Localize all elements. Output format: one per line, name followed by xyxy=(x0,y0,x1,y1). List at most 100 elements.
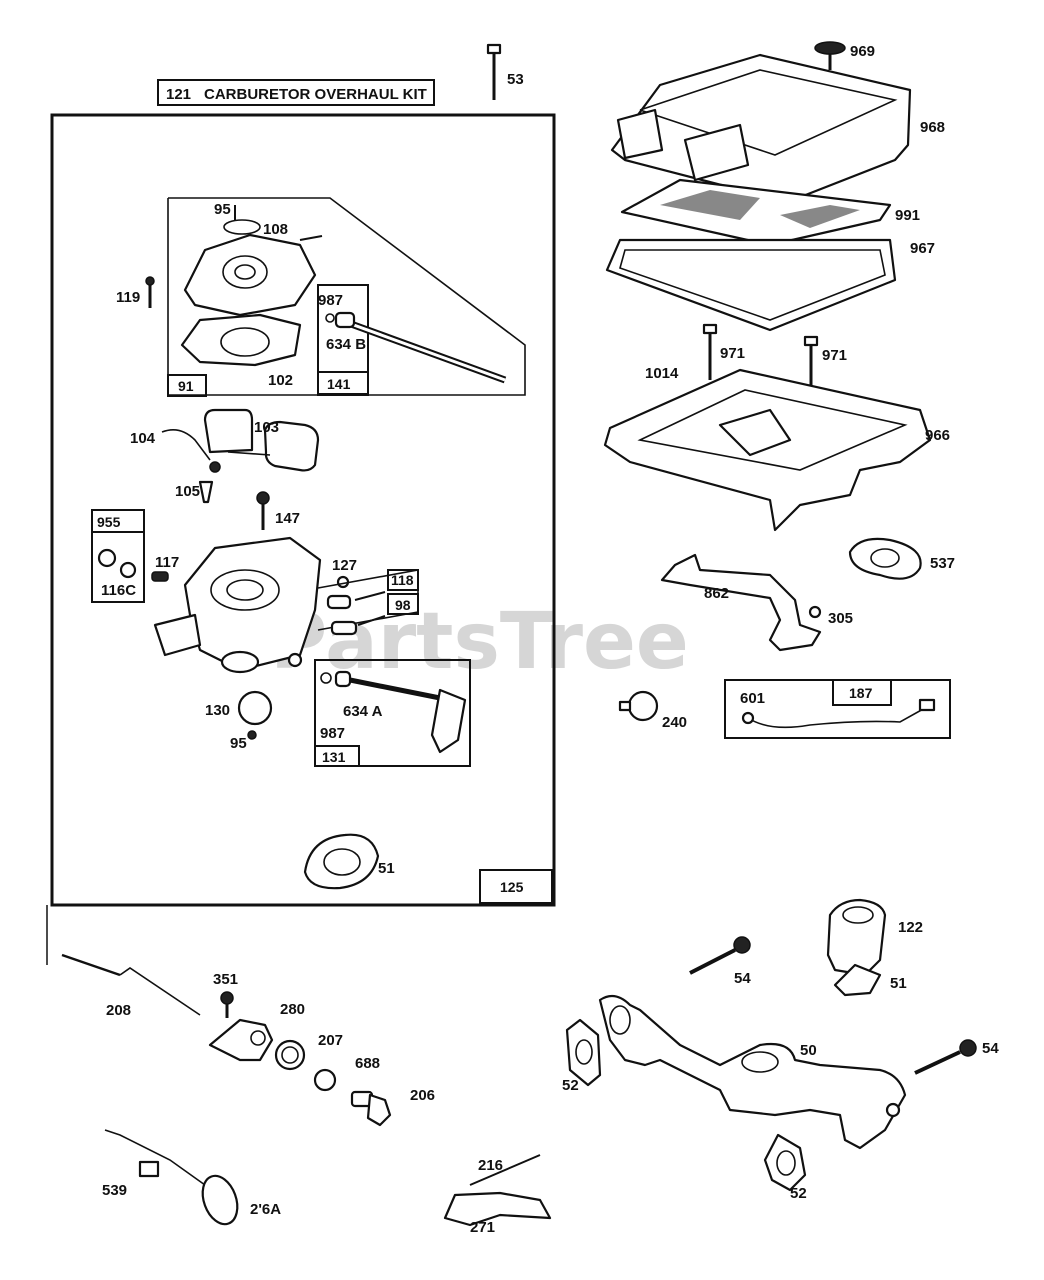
throttle-shaft-141: 987 634 B xyxy=(318,292,507,384)
svg-text:121: 121 xyxy=(166,86,191,103)
gasket-102 xyxy=(180,313,302,367)
svg-text:103: 103 xyxy=(254,419,279,436)
carburetor-lower-body xyxy=(153,536,322,674)
part-53-bolt: 53 xyxy=(486,43,524,100)
svg-text:53: 53 xyxy=(507,71,524,88)
svg-text:54: 54 xyxy=(982,1040,999,1057)
svg-text:51: 51 xyxy=(378,860,395,877)
filter-991: 991 xyxy=(620,178,920,247)
svg-text:206: 206 xyxy=(410,1087,435,1104)
part-688: 688 xyxy=(313,1055,380,1092)
svg-text:2'6A: 2'6A xyxy=(250,1201,281,1218)
bolts-971: 971 971 xyxy=(702,323,847,388)
svg-text:91: 91 xyxy=(178,378,194,394)
svg-text:119: 119 xyxy=(116,289,140,306)
watermark: PartsTree xyxy=(270,597,689,687)
svg-text:125: 125 xyxy=(500,879,524,895)
gasket-51-lower: 51 xyxy=(303,833,395,890)
carburetor-box: 125 xyxy=(50,113,556,907)
svg-text:862: 862 xyxy=(704,585,729,602)
part-95-108: 95 108 102 xyxy=(214,201,293,389)
svg-text:539: 539 xyxy=(102,1182,127,1199)
bracket-280: 280 xyxy=(208,1001,305,1062)
part-147-screw: 147 xyxy=(256,491,300,530)
subbox-118-98: 118 98 xyxy=(317,569,419,636)
svg-text:688: 688 xyxy=(355,1055,380,1072)
svg-text:967: 967 xyxy=(910,240,935,257)
svg-text:955: 955 xyxy=(97,514,121,530)
svg-text:305: 305 xyxy=(828,610,853,627)
svg-text:601: 601 xyxy=(740,690,765,707)
link-208: 208 xyxy=(61,953,201,1019)
float-103: 104 103 xyxy=(130,408,320,473)
svg-text:52: 52 xyxy=(790,1185,807,1202)
svg-text:1014: 1014 xyxy=(645,365,679,382)
svg-text:971: 971 xyxy=(720,345,745,362)
svg-text:971: 971 xyxy=(822,347,847,364)
svg-text:117: 117 xyxy=(155,554,179,571)
svg-text:105: 105 xyxy=(175,483,200,500)
svg-text:147: 147 xyxy=(275,510,300,527)
svg-text:95: 95 xyxy=(214,201,231,218)
svg-text:127: 127 xyxy=(332,557,357,574)
upper-body xyxy=(183,233,323,317)
spring-207: 207 xyxy=(274,1032,343,1071)
part-240: 240 xyxy=(618,690,687,731)
svg-text:104: 104 xyxy=(130,430,156,447)
svg-text:208: 208 xyxy=(106,1002,131,1019)
subbox-187: 187 601 xyxy=(724,679,951,739)
svg-text:634 B: 634 B xyxy=(326,336,366,353)
svg-text:141: 141 xyxy=(327,376,351,392)
svg-text:118: 118 xyxy=(391,572,414,588)
prefilter-967: 967 xyxy=(605,238,935,332)
air-cleaner-cover-968: 968 xyxy=(610,53,945,207)
svg-text:50: 50 xyxy=(800,1042,817,1059)
base-966: 1014 966 xyxy=(603,365,950,532)
spring-link-216a: 539 2'6A xyxy=(102,1129,281,1226)
bracket-271: 216 271 xyxy=(443,1154,552,1236)
svg-text:CARBURETOR OVERHAUL KIT: CARBURETOR OVERHAUL KIT xyxy=(204,86,427,103)
carburetor-kit-title: 121 CARBURETOR OVERHAUL KIT xyxy=(157,79,435,106)
svg-text:52: 52 xyxy=(562,1077,579,1094)
svg-text:98: 98 xyxy=(395,597,411,613)
subbox-131: 131 987 634 A xyxy=(314,659,471,767)
adapter-122: 122 51 xyxy=(826,898,923,997)
gasket-52-left: 52 xyxy=(562,1018,602,1094)
bracket-862: 862 xyxy=(660,553,822,652)
svg-text:216: 216 xyxy=(478,1157,503,1174)
svg-text:351: 351 xyxy=(213,971,238,988)
svg-text:116C: 116C xyxy=(101,582,136,599)
svg-text:187: 187 xyxy=(849,685,873,701)
svg-text:634 A: 634 A xyxy=(343,703,383,720)
svg-text:51: 51 xyxy=(890,975,907,992)
svg-text:102: 102 xyxy=(268,372,293,389)
part-119-screw: 119 xyxy=(116,276,155,308)
svg-text:207: 207 xyxy=(318,1032,343,1049)
svg-text:130: 130 xyxy=(205,702,230,719)
svg-text:131: 131 xyxy=(322,749,346,765)
svg-text:969: 969 xyxy=(850,43,875,60)
svg-text:991: 991 xyxy=(895,207,920,224)
svg-text:987: 987 xyxy=(320,725,345,742)
part-130-diaphragm: 130 95 xyxy=(205,690,273,752)
gasket-537: 537 xyxy=(848,537,955,580)
part-105-needle: 105 xyxy=(175,480,214,504)
part-117: 117 xyxy=(151,554,179,582)
svg-text:240: 240 xyxy=(662,714,687,731)
subbox-955: 955 116C xyxy=(91,509,145,603)
svg-text:987: 987 xyxy=(318,292,343,309)
svg-text:968: 968 xyxy=(920,119,945,136)
screw-305: 305 xyxy=(808,605,853,627)
svg-text:122: 122 xyxy=(898,919,923,936)
svg-text:537: 537 xyxy=(930,555,955,572)
knob-969: 969 xyxy=(814,41,875,70)
svg-text:95: 95 xyxy=(230,735,247,752)
svg-text:280: 280 xyxy=(280,1001,305,1018)
svg-text:108: 108 xyxy=(263,221,288,238)
screw-206: 206 xyxy=(350,1087,435,1127)
screw-351: 351 xyxy=(213,971,238,1018)
svg-text:966: 966 xyxy=(925,427,950,444)
bolt-54-upper: 54 xyxy=(689,936,751,987)
upper-body-subbox: 91 141 xyxy=(167,197,526,397)
